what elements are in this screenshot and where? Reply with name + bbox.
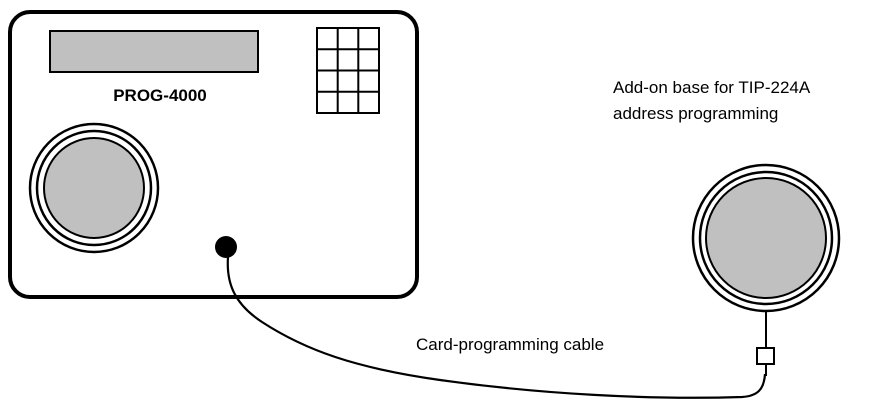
reader-pad xyxy=(43,137,145,239)
device-name-label: PROG-4000 xyxy=(113,86,207,105)
cable-connector xyxy=(756,347,775,365)
addon-base-pad xyxy=(705,177,827,299)
cable-label: Card-programming cable xyxy=(416,335,604,354)
keypad-grid xyxy=(316,27,380,114)
display-window xyxy=(49,30,259,73)
card-programming-cable xyxy=(226,256,767,399)
addon-base-label-line2: address programming xyxy=(613,104,778,123)
cable-port xyxy=(215,236,237,258)
addon-base-label-line1: Add-on base for TIP-224A xyxy=(613,78,811,97)
